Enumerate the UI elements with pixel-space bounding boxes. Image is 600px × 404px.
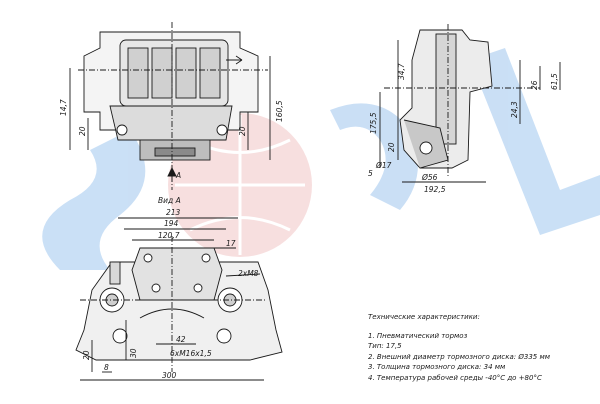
dim-bottom-120-7: 120,7: [158, 231, 180, 240]
dim-bottom-213: 213: [166, 208, 181, 217]
dim-side-34-7: 34,7: [397, 63, 406, 80]
dim-bottom-20: 20: [82, 350, 91, 360]
dim-side-phi56: Ø56: [421, 173, 438, 182]
spec-line: 2. Внешний диаметр тормозного диска: Ø33…: [368, 352, 551, 361]
dim-bottom-30: 30: [129, 348, 138, 358]
dim-side-5: 5: [368, 169, 373, 178]
dim-front-14-7: 14,7: [59, 99, 68, 116]
bottom-view-caliper: [75, 217, 283, 381]
dim-side-phi17: Ø17: [375, 161, 392, 170]
dim-bottom-2xm8: 2xM8: [238, 269, 259, 278]
dim-bottom-42: 42: [176, 335, 186, 344]
watermark-s: [42, 130, 146, 270]
dim-side-26: 26: [530, 80, 539, 90]
dim-bottom-194: 194: [164, 219, 179, 228]
specifications-title: Технические характеристики:: [368, 313, 480, 321]
view-a-title: Вид А: [158, 196, 181, 205]
watermark-l: [470, 48, 600, 235]
spec-line: 3. Толщина тормозного диска: 34 мм: [368, 363, 506, 372]
dim-side-24-3: 24,3: [510, 101, 519, 118]
watermark-r: [330, 103, 418, 210]
dim-front-160-5: 160,5: [275, 100, 284, 122]
dim-bottom-17: 17: [226, 239, 236, 248]
dim-front-20-right: 20: [238, 126, 247, 136]
dim-bottom-8: 8: [104, 363, 109, 372]
spec-line: 4. Температура рабочей среды -40°С до +8…: [368, 373, 542, 382]
specifications-block: Технические характеристики: 1. Пневматич…: [368, 312, 598, 384]
front-view-caliper: [69, 22, 271, 190]
dim-side-20: 20: [387, 142, 396, 152]
view-a-arrow-label: A: [175, 171, 181, 180]
dim-side-192-5: 192,5: [424, 185, 446, 194]
dim-bottom-6xm16: 6xM16x1,5: [170, 349, 212, 358]
dim-side-61-5: 61,5: [550, 73, 559, 90]
spec-line: 1. Пневматический тормоз: [368, 331, 468, 340]
side-view-caliper: [379, 24, 561, 183]
dim-bottom-300: 300: [162, 371, 177, 380]
dim-side-175-5: 175,5: [369, 112, 378, 134]
dim-front-20-left: 20: [78, 126, 87, 136]
spec-line: Тип: 17,5: [368, 342, 402, 351]
